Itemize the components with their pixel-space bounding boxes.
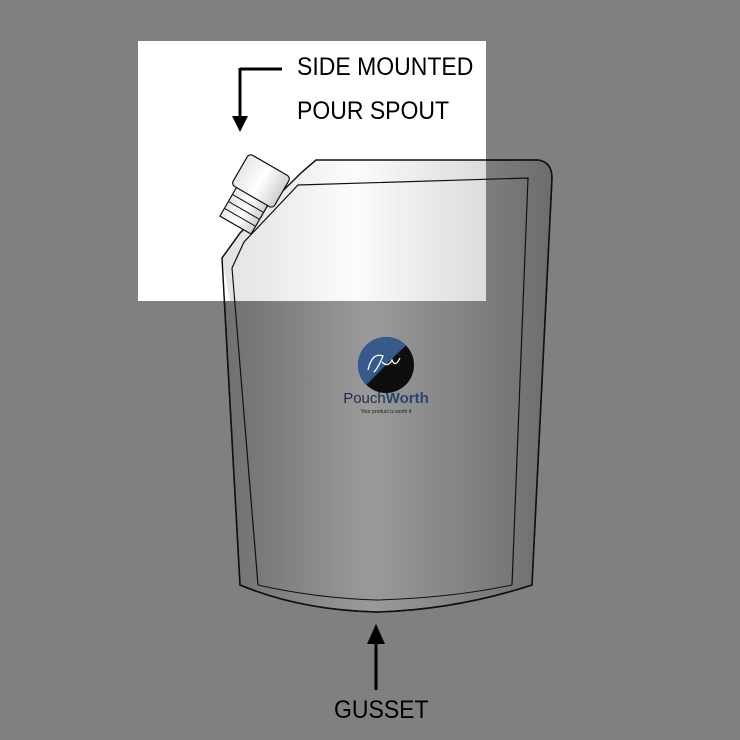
pouch-seal-line xyxy=(231,177,529,586)
brand-tagline: Your product is worth it xyxy=(360,409,412,415)
brand-wordmark: PouchWorth xyxy=(316,390,456,407)
pouch-gusset-curve xyxy=(257,584,513,601)
gusset-label: GUSSET xyxy=(334,696,429,724)
gusset-arrow xyxy=(367,624,385,690)
spout-label-line2: POUR SPOUT xyxy=(297,97,450,125)
brand-name-part2: Worth xyxy=(385,390,429,407)
pouch-seal-left xyxy=(231,267,259,586)
spout-label-line1: SIDE MOUNTED xyxy=(297,53,474,81)
spout-cap xyxy=(232,154,290,208)
pour-spout xyxy=(219,154,290,235)
spout-arrow xyxy=(232,67,282,132)
brand-logo-icon xyxy=(358,337,414,393)
pouch-outline xyxy=(221,159,553,613)
brand-name-part1: Pouch xyxy=(343,390,386,407)
